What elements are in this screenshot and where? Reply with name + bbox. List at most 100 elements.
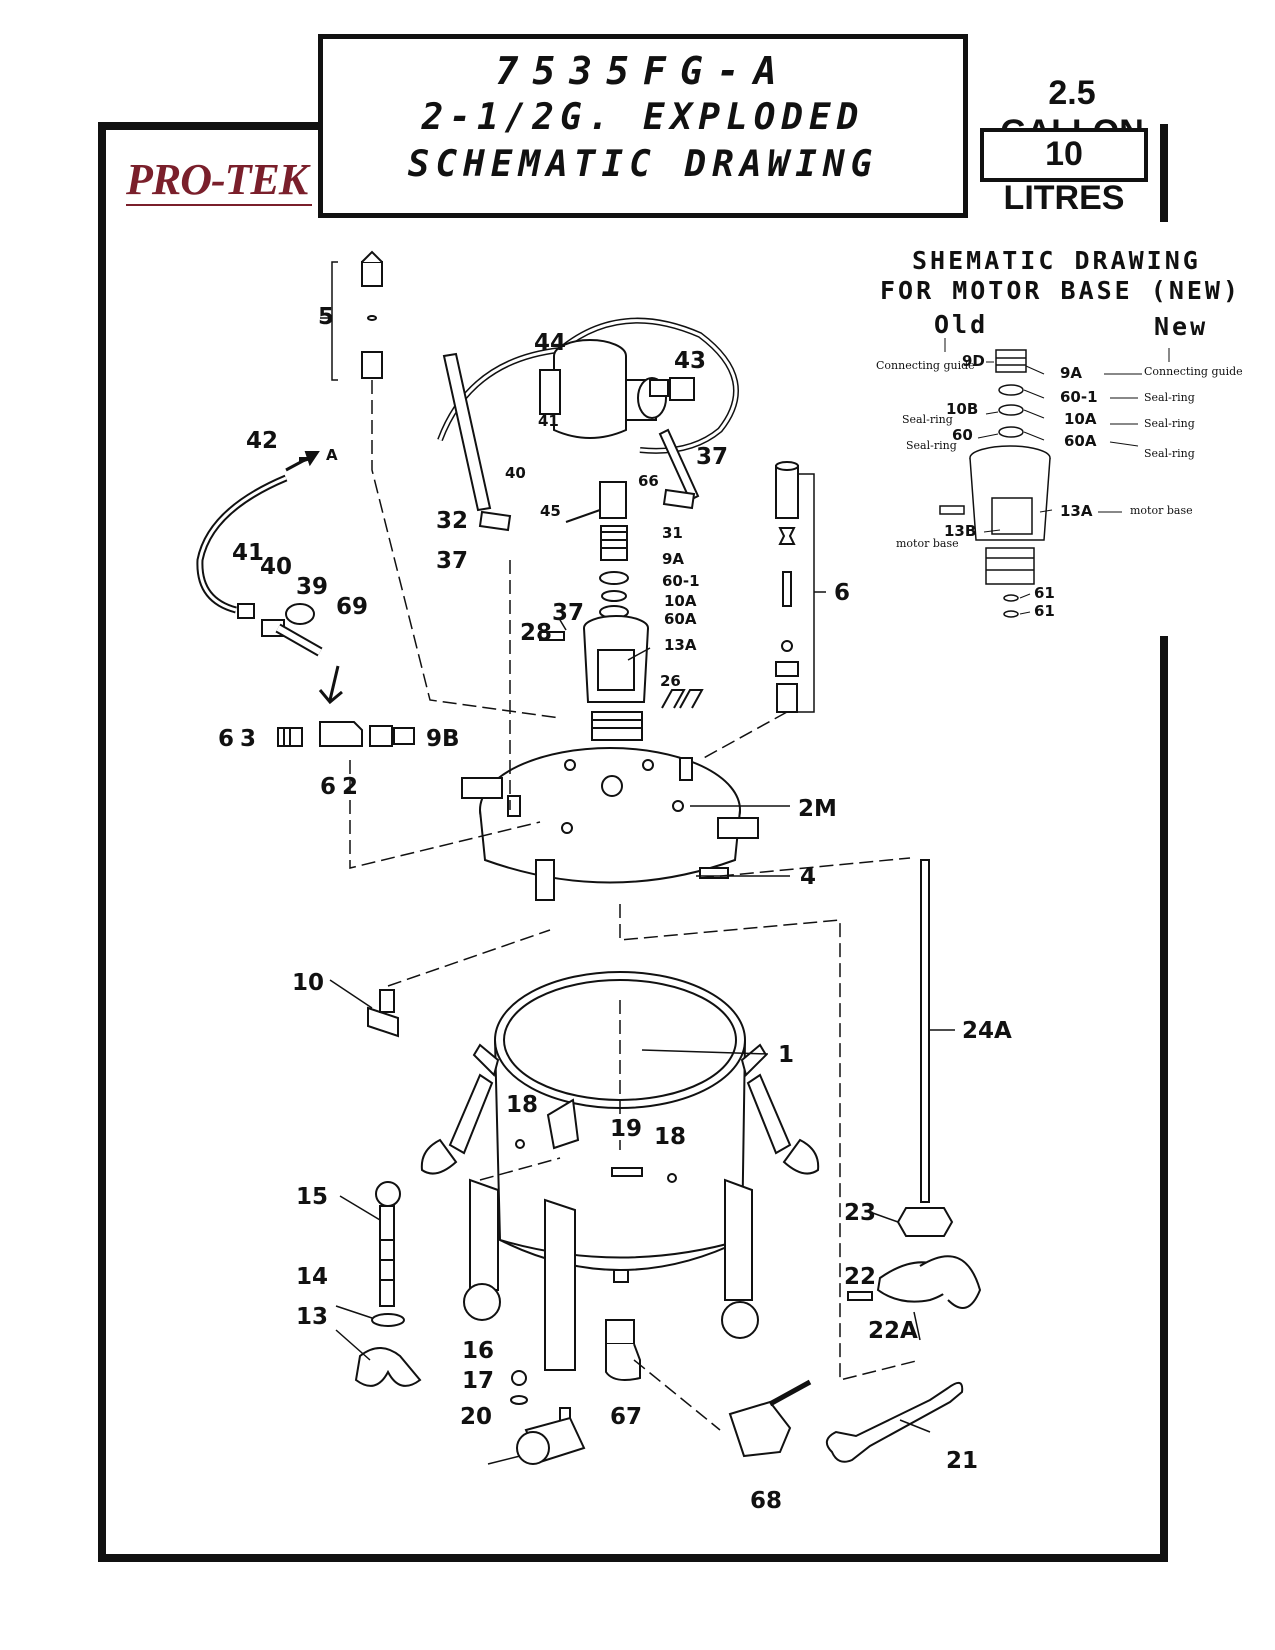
inset-label-9a: 9A <box>1060 364 1083 382</box>
part-label-arrow-a: A <box>326 446 338 464</box>
logo-underline <box>126 204 312 206</box>
part-10-fitting <box>367 989 399 1038</box>
capacity-gallon: 2.5 GALLON <box>975 74 1169 151</box>
part-label-45: 45 <box>540 502 561 520</box>
part-label-21: 21 <box>946 1448 979 1474</box>
inset-title-line1: SHEMATIC DRAWING <box>912 246 1201 275</box>
part-label-67: 67 <box>610 1404 643 1430</box>
leader-dashed-lines <box>349 380 921 1431</box>
part-label-18a: 18 <box>506 1092 539 1118</box>
part-label-40: 40 <box>505 464 526 482</box>
part-label-43: 43 <box>674 348 707 374</box>
part-label-23: 23 <box>844 1200 877 1226</box>
part-label-28: 28 <box>520 620 553 646</box>
motor-base-stack <box>539 481 704 741</box>
part-label-22: 22 <box>844 1264 877 1290</box>
inset-label-60-1: 60-1 <box>1060 388 1098 406</box>
part-label-9b: 9B <box>426 726 460 752</box>
part-label-22a: 22A <box>868 1318 918 1344</box>
agitator-assembly <box>847 859 982 1309</box>
inset-label-10b: 10B <box>946 400 979 418</box>
part-label-68: 68 <box>750 1488 783 1514</box>
drawing-subtitle: 2-1/2G. EXPLODED <box>421 97 865 138</box>
capacity-litres: 10 LITRES <box>980 128 1148 217</box>
part-label-13a: 13A <box>664 636 697 654</box>
part-label-10: 10 <box>292 970 325 996</box>
part-label-42: 42 <box>246 428 279 454</box>
title-box: 7535FG-A 2-1/2G. EXPLODED SCHEMATIC DRAW… <box>318 34 968 218</box>
inset-label-13a: 13A <box>1060 502 1093 520</box>
outer-frame <box>98 122 1168 1562</box>
part-label-37a: 37 <box>696 444 729 470</box>
part-label-1: 1 <box>778 1042 795 1068</box>
pin-parts <box>515 1139 677 1183</box>
inset-label-connecting-guide-left: Connecting guide <box>876 359 975 372</box>
inset-label-motor-base-right: motor base <box>1130 504 1193 517</box>
drawing-title: SCHEMATIC DRAWING <box>407 144 879 185</box>
part-label-39: 39 <box>296 574 329 600</box>
part-label-40b: 40 <box>260 554 293 580</box>
part-label-31: 31 <box>662 524 683 542</box>
inset-leader-lines <box>944 338 1170 615</box>
part-label-32: 32 <box>436 508 469 534</box>
part-label-44: 44 <box>534 330 567 356</box>
inset-old-label: Old <box>934 310 989 339</box>
part-label-6: 6 <box>834 580 851 606</box>
inset-label-10a: 10A <box>1064 410 1097 428</box>
inset-label-60: 60 <box>952 426 973 444</box>
inset-label-seal-ring-left2: Seal-ring <box>906 439 957 452</box>
inset-label-connecting-guide-right: Connecting guide <box>1144 365 1243 378</box>
motor-assembly <box>437 317 739 532</box>
inset-label-13b: 13B <box>944 522 977 540</box>
inset-title-line2: FOR MOTOR BASE (NEW) <box>880 276 1242 305</box>
clamp-bolt-assembly <box>354 1181 422 1387</box>
wrench-tool <box>825 1381 964 1463</box>
part-label-13: 13 <box>296 1304 329 1330</box>
part-label-17: 17 <box>462 1368 495 1394</box>
inset-label-motor-base-left: motor base <box>896 537 959 550</box>
outlet-valve-assembly <box>605 1319 812 1458</box>
part-label-2m: 2M <box>798 796 837 822</box>
part-label-63: 63 <box>218 726 263 752</box>
part-label-10a: 10A <box>664 592 697 610</box>
inset-label-61a: 61 <box>1034 584 1055 602</box>
model-number: 7535FG-A <box>495 49 791 93</box>
inset-label-9d: 9D <box>962 352 985 370</box>
inset-label-seal-ring-right1: Seal-ring <box>1144 391 1195 404</box>
part-label-37b: 37 <box>552 600 585 626</box>
part-label-20: 20 <box>460 1404 493 1430</box>
part-5-fitting <box>361 250 383 379</box>
part-label-4: 4 <box>800 864 817 890</box>
part-label-66: 66 <box>638 472 659 490</box>
part-label-16: 16 <box>462 1338 495 1364</box>
lid-assembly <box>461 747 759 901</box>
part-label-60-1: 60-1 <box>662 572 700 590</box>
part-label-41: 41 <box>538 412 559 430</box>
part-label-24a: 24A <box>962 1018 1012 1044</box>
caster-parts <box>510 1370 586 1465</box>
air-hose-assembly <box>196 451 415 747</box>
inset-label-seal-ring-right3: Seal-ring <box>1144 447 1195 460</box>
part-label-69: 69 <box>336 594 369 620</box>
inset-label-seal-ring-right2: Seal-ring <box>1144 417 1195 430</box>
inset-label-61b: 61 <box>1034 602 1055 620</box>
inset-label-60a: 60A <box>1064 432 1097 450</box>
part-label-5: 5 <box>318 304 335 330</box>
part-label-14: 14 <box>296 1264 329 1290</box>
inset-motor-base <box>939 349 1051 618</box>
part-label-60a: 60A <box>664 610 697 628</box>
part-label-19: 19 <box>610 1116 643 1142</box>
leader-solid-lines <box>320 261 955 1465</box>
part-label-41b: 41 <box>232 540 265 566</box>
inset-new-label: New <box>1154 312 1209 341</box>
tank-body <box>420 971 820 1371</box>
protek-logo: PRO-TEK <box>126 155 308 204</box>
part-label-18b: 18 <box>654 1124 687 1150</box>
inset-label-seal-ring-left1: Seal-ring <box>902 413 953 426</box>
down-arrow-icon <box>318 665 343 705</box>
part-label-26: 26 <box>660 672 681 690</box>
part-label-62: 62 <box>320 774 365 800</box>
part-label-15: 15 <box>296 1184 329 1210</box>
part-label-9a: 9A <box>662 550 685 568</box>
